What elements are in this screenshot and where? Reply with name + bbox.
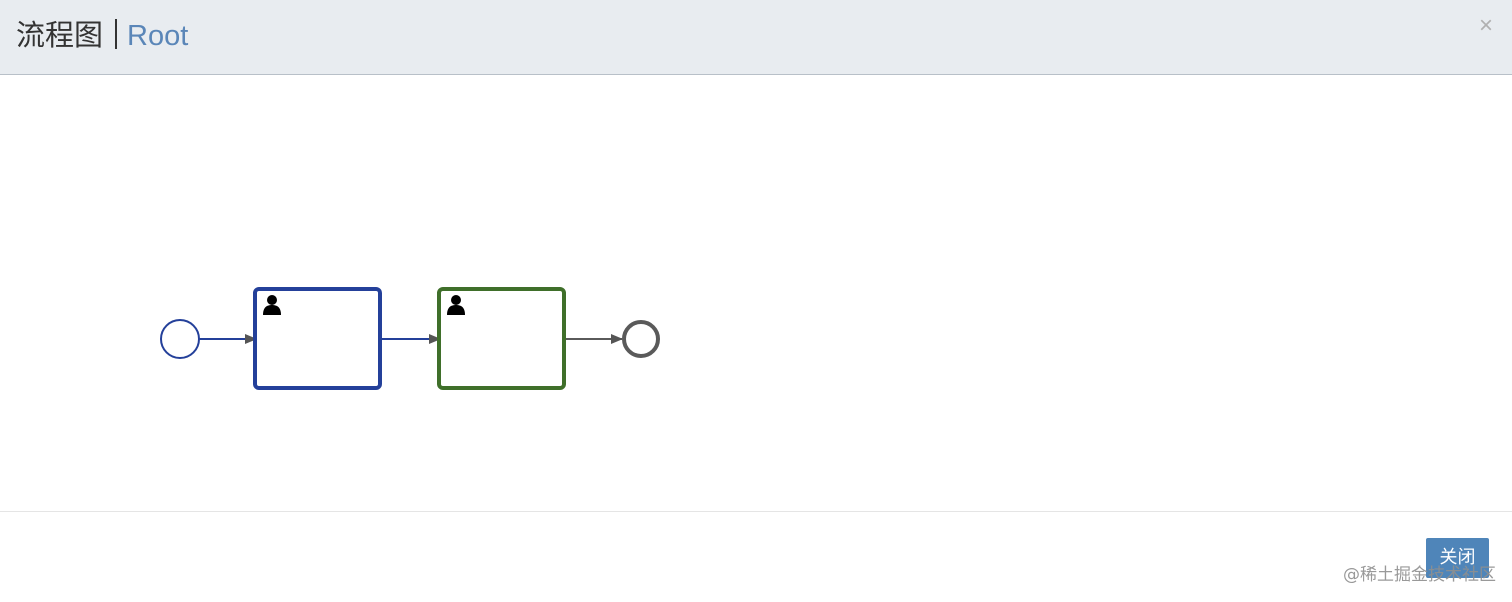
title-main: 流程图 <box>16 18 104 52</box>
modal-title: 流程图 Root <box>16 14 188 56</box>
close-button[interactable]: 关闭 <box>1426 538 1489 578</box>
watermark: @稀土掘金技术社区 <box>1343 565 1496 585</box>
modal-body <box>0 75 1512 511</box>
close-icon[interactable]: × <box>1478 12 1493 39</box>
bpmn-diagram <box>160 287 660 390</box>
user-icon <box>447 295 465 315</box>
user-task-1[interactable] <box>253 287 382 390</box>
user-icon <box>263 295 281 315</box>
modal-footer: 关闭 <box>0 511 1512 602</box>
end-event[interactable] <box>622 320 660 358</box>
title-subtitle: Root <box>127 20 189 52</box>
modal-header: 流程图 Root × <box>0 0 1512 75</box>
title-separator <box>115 19 118 49</box>
user-task-2[interactable] <box>437 287 566 390</box>
start-event[interactable] <box>160 319 200 359</box>
